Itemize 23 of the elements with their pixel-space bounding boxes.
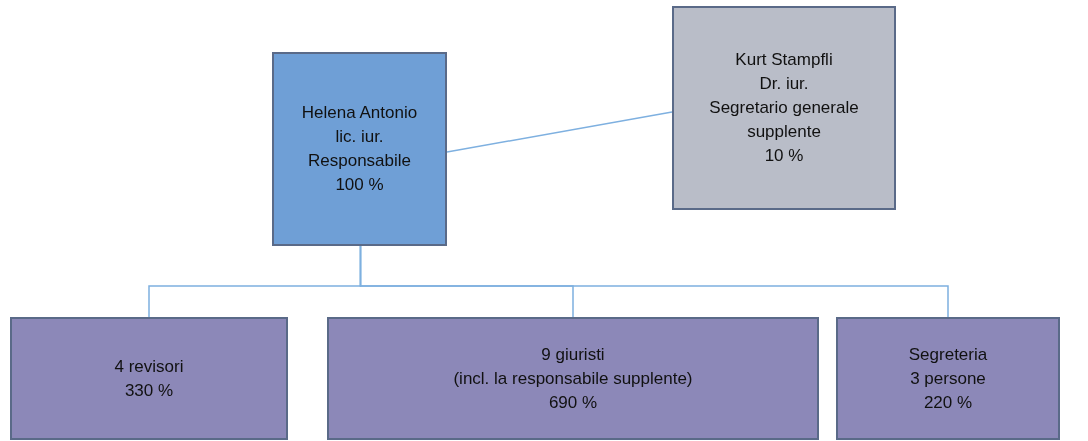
- note-text: (incl. la responsabile supplente): [453, 367, 693, 390]
- deputy-box: [672, 6, 896, 210]
- title-text: Dr. iur.: [759, 73, 809, 95]
- connector-line: [446, 111, 673, 153]
- name-text: Kurt Stampfli: [735, 49, 833, 71]
- team-box: [327, 317, 819, 440]
- team-box: [10, 317, 288, 440]
- role-text: Segretario generale supplente: [708, 97, 860, 143]
- team-box: [836, 317, 1060, 440]
- percentage-text: 10 %: [764, 145, 804, 167]
- note-text: 3 persone: [910, 367, 986, 390]
- team-text: 9 giuristi: [541, 343, 605, 366]
- percentage-text: 690 %: [548, 391, 598, 414]
- percentage-text: 100 %: [335, 174, 384, 196]
- percentage-text: 220 %: [923, 391, 973, 414]
- team-text: Segreteria: [908, 343, 988, 366]
- manager-box: [272, 52, 447, 246]
- percentage-text: 330 %: [124, 379, 174, 402]
- role-text: Responsabile: [308, 150, 411, 172]
- team-text: 4 revisori: [114, 355, 184, 378]
- connector-line: [359, 245, 949, 318]
- name-text: Helena Antonio: [301, 102, 418, 124]
- title-text: lic. iur.: [335, 126, 384, 148]
